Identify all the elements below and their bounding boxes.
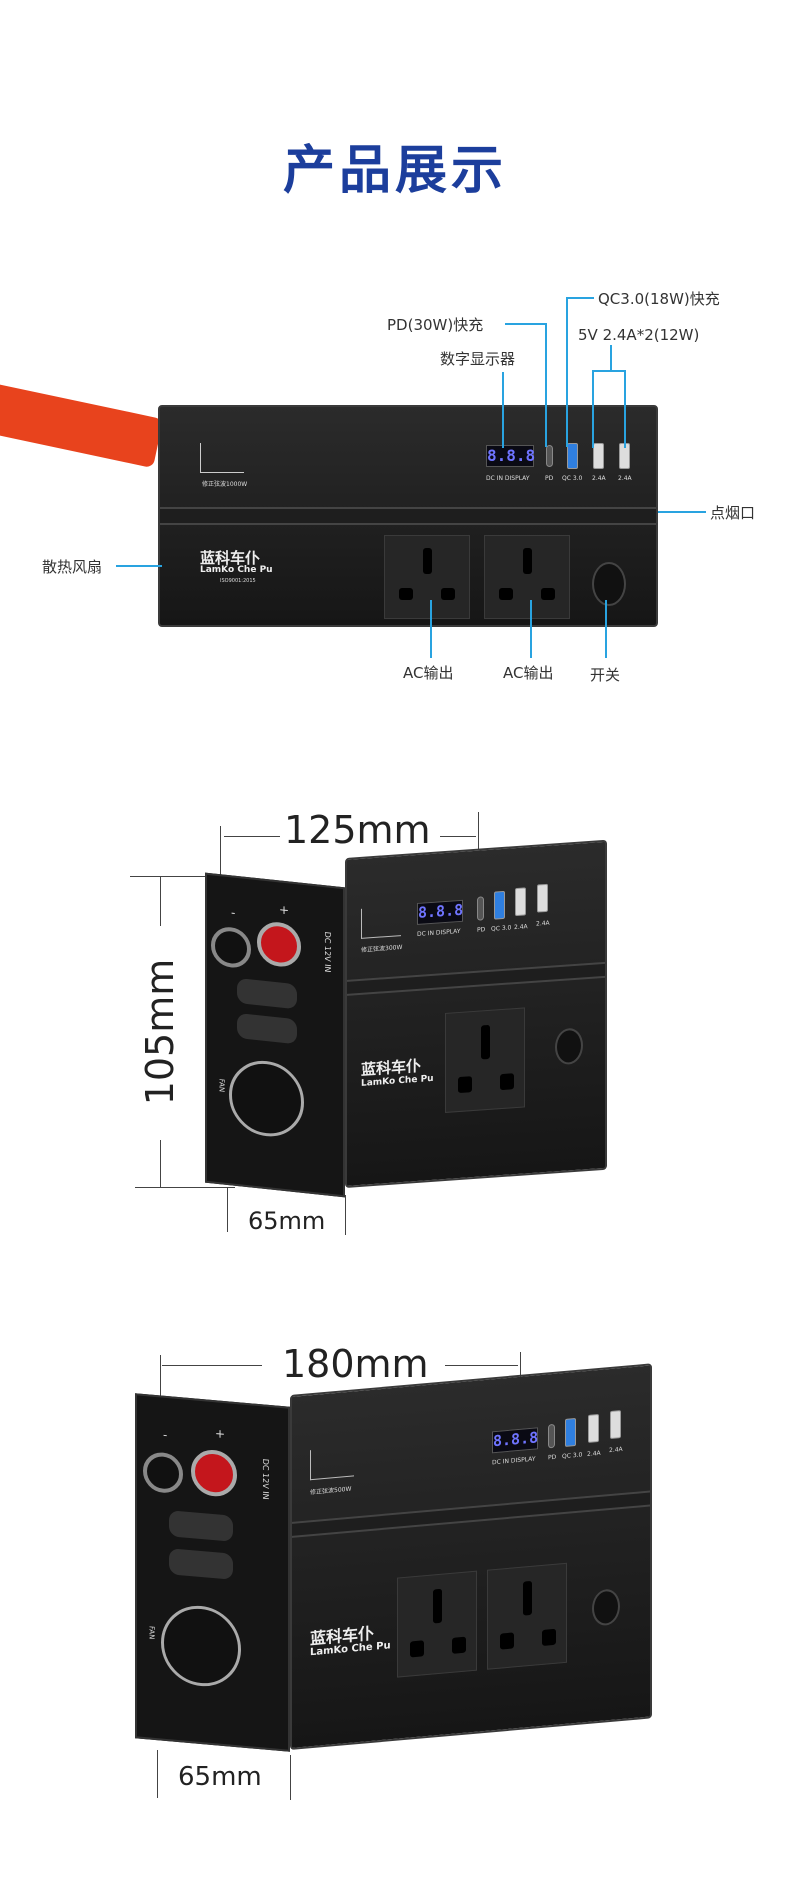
usb-port-1[interactable] [515, 887, 526, 917]
sine-wave-icon [200, 443, 244, 473]
pd-port[interactable] [477, 896, 484, 921]
digital-display: 8.8.8 [417, 899, 463, 925]
negative-terminal [211, 925, 251, 970]
battery-clamp [0, 381, 164, 469]
dc-in-label: DC IN DISPLAY [417, 927, 461, 938]
dimension-depth: 65mm [178, 1762, 262, 1792]
fuse-2 [237, 1013, 297, 1045]
brand-cert: ISO9001:2015 [220, 578, 256, 584]
label-qc: QC3.0(18W)快充 [598, 290, 720, 308]
pd-label: PD [548, 1453, 557, 1462]
usb-port-1[interactable] [588, 1413, 599, 1443]
label-display: 数字显示器 [440, 350, 516, 368]
usb-2-label: 2.4A [536, 919, 550, 928]
ac-socket-1[interactable] [384, 535, 470, 619]
digital-display: 8.8.8 [486, 445, 536, 467]
fuse-2 [169, 1548, 233, 1580]
dimension-height: 105mm [138, 958, 182, 1106]
power-switch[interactable] [555, 1027, 583, 1066]
ac-socket-1[interactable] [397, 1570, 477, 1678]
usb-2-label: 2.4A [609, 1445, 623, 1455]
digital-display: 8.8.8 [492, 1427, 538, 1454]
label-ac-2: AC输出 [503, 664, 554, 682]
product-1-photo: 修正弦波1000W 8.8.8 DC IN DISPLAY PD QC 3.0 … [0, 380, 790, 640]
dimension-width: 180mm [282, 1342, 429, 1386]
fan-grille [229, 1057, 304, 1141]
fan-label: FAN [147, 1625, 156, 1640]
label-ac-1: AC输出 [403, 664, 454, 682]
inverter-side-panel: - + DC 12V IN FAN [205, 872, 345, 1198]
usb-1-label: 2.4A [587, 1449, 601, 1459]
label-cigarette-port: 点烟口 [710, 504, 756, 522]
plus-label: + [279, 902, 290, 918]
page-title: 产品展示 [282, 141, 507, 201]
usb-port-2[interactable] [537, 883, 548, 913]
model-label: 修正弦波1000W [202, 481, 248, 488]
minus-label: - [163, 1427, 168, 1443]
label-fan: 散热风扇 [42, 558, 103, 576]
fan-grille [161, 1602, 241, 1690]
inverter-side-panel: - + DC 12V IN FAN [135, 1393, 290, 1752]
sine-wave-icon [310, 1446, 354, 1481]
pd-label: PD [545, 475, 554, 482]
inverter-body: 修正弦波1000W 8.8.8 DC IN DISPLAY PD QC 3.0 … [158, 405, 658, 627]
dc-12v-label: DC 12V IN [322, 931, 332, 973]
fan-label: FAN [217, 1078, 226, 1093]
qc-label: QC 3.0 [562, 1451, 583, 1461]
power-switch[interactable] [592, 1588, 620, 1627]
dimension-depth: 65mm [248, 1207, 326, 1235]
power-switch[interactable] [592, 562, 626, 606]
qc-port[interactable] [567, 443, 578, 469]
pd-label: PD [477, 926, 486, 934]
model-label: 修正弦波300W [361, 943, 403, 954]
usb-port-1[interactable] [593, 443, 604, 469]
usb-2-label: 2.4A [618, 475, 632, 482]
qc-label: QC 3.0 [491, 924, 512, 933]
positive-terminal [257, 920, 301, 969]
dimension-width: 125mm [284, 808, 431, 852]
label-usb: 5V 2.4A*2(12W) [578, 326, 700, 344]
positive-terminal [191, 1448, 237, 1499]
inverter-body-300w: 修正弦波300W 8.8.8 DC IN DISPLAY PD QC 3.0 2… [345, 839, 607, 1188]
plus-label: + [215, 1426, 226, 1442]
ac-socket-2[interactable] [487, 1562, 567, 1670]
usb-1-label: 2.4A [514, 923, 528, 932]
label-pd: PD(30W)快充 [387, 316, 484, 334]
usb-1-label: 2.4A [592, 475, 606, 482]
qc-port[interactable] [565, 1417, 576, 1447]
sine-wave-icon [361, 906, 401, 939]
ac-socket[interactable] [445, 1007, 525, 1114]
dc-in-label: DC IN DISPLAY [492, 1455, 536, 1467]
ac-socket-2[interactable] [484, 535, 570, 619]
usb-port-2[interactable] [610, 1410, 621, 1440]
label-switch: 开关 [590, 666, 621, 684]
fuse-1 [237, 978, 297, 1010]
inverter-body-500w: 修正弦波500W 8.8.8 DC IN DISPLAY PD QC 3.0 2… [290, 1363, 652, 1750]
dc-in-label: DC IN DISPLAY [486, 475, 530, 482]
qc-port[interactable] [494, 890, 505, 920]
qc-label: QC 3.0 [562, 475, 583, 482]
brand-en: LamKo Che Pu [200, 565, 273, 575]
brand-cn: 蓝科车仆 [200, 549, 261, 567]
negative-terminal [143, 1450, 183, 1495]
pd-port[interactable] [546, 445, 553, 467]
model-label: 修正弦波500W [310, 1485, 352, 1497]
pd-port[interactable] [548, 1423, 555, 1449]
dc-12v-label: DC 12V IN [260, 1458, 270, 1500]
fuse-1 [169, 1510, 233, 1542]
minus-label: - [231, 905, 236, 920]
